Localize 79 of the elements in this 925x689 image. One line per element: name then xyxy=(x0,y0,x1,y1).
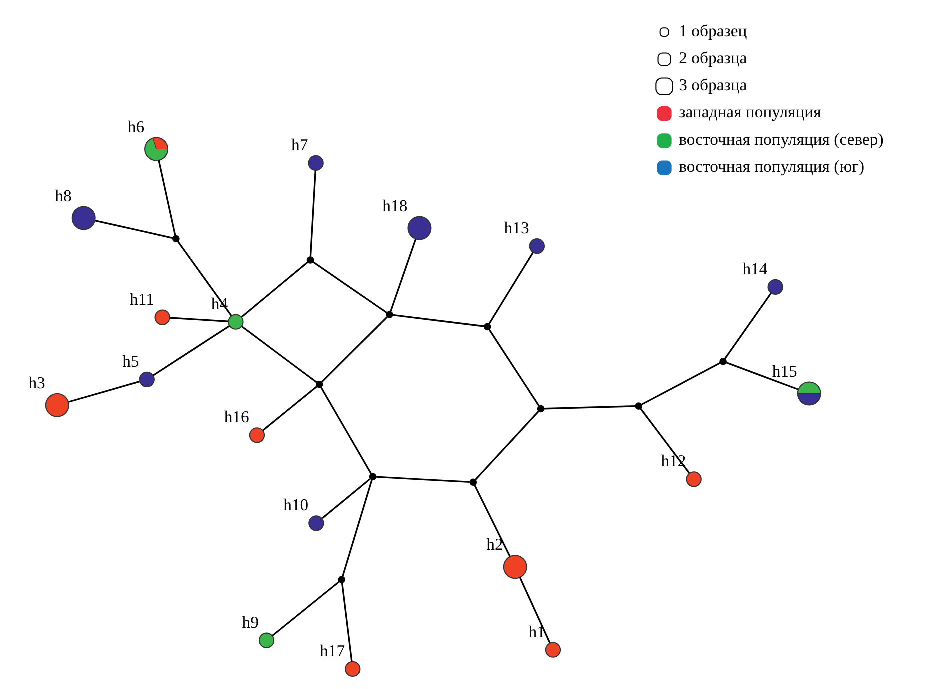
legend-label: восточная популяция (север) xyxy=(679,130,884,149)
connector xyxy=(320,387,372,474)
node-circle xyxy=(258,632,275,648)
node-circle xyxy=(768,279,784,296)
legend-label: 2 образца xyxy=(679,48,748,68)
connector xyxy=(475,410,540,481)
node-label: h16 xyxy=(224,408,250,427)
connector xyxy=(322,478,371,520)
connector xyxy=(519,577,551,644)
node-label: h2 xyxy=(486,535,504,554)
node-circle xyxy=(154,310,170,326)
node-label: h9 xyxy=(242,612,259,632)
connector xyxy=(153,326,230,376)
legend-label: восточная популяция (юг) xyxy=(679,157,865,176)
connector xyxy=(262,386,318,432)
connector xyxy=(241,262,309,318)
node-circle xyxy=(308,155,324,172)
connector xyxy=(158,160,176,236)
node-circle xyxy=(72,206,96,230)
node-circle xyxy=(686,472,702,488)
node-circle xyxy=(139,372,155,388)
connector xyxy=(310,170,316,258)
node-label: h5 xyxy=(122,352,140,371)
connector xyxy=(312,261,388,314)
connector xyxy=(641,362,721,406)
node-circle xyxy=(345,661,361,678)
connector xyxy=(376,476,470,484)
node-circle xyxy=(338,576,346,584)
connector xyxy=(474,484,511,558)
connector xyxy=(544,406,636,410)
node-circle xyxy=(529,238,545,254)
connector xyxy=(178,241,232,316)
node-circle xyxy=(484,323,492,331)
node-circle xyxy=(316,380,324,388)
node-label: h3 xyxy=(28,373,46,392)
node-circle xyxy=(720,358,727,366)
connector xyxy=(272,581,340,636)
connector xyxy=(726,362,799,390)
legend-label: 1 образец xyxy=(679,21,748,40)
node-label: h10 xyxy=(284,496,309,515)
node-circle xyxy=(503,555,528,580)
node-circle xyxy=(408,216,432,240)
node-label: h17 xyxy=(320,641,346,660)
node-circle xyxy=(470,478,478,486)
node-label: h1 xyxy=(528,622,546,642)
connector xyxy=(94,220,174,240)
connector xyxy=(488,252,534,325)
node-label: h15 xyxy=(772,362,798,381)
node-circle xyxy=(249,428,266,444)
connector xyxy=(170,317,228,322)
connector xyxy=(341,583,353,662)
node-circle xyxy=(306,256,314,264)
node-circle xyxy=(228,314,244,330)
node-label: h6 xyxy=(128,117,145,136)
connector xyxy=(342,480,373,577)
connector xyxy=(321,316,388,383)
connector xyxy=(390,239,417,312)
node-circle xyxy=(635,402,643,410)
node-circle xyxy=(172,235,180,243)
node-circle xyxy=(386,311,394,318)
legend-label: западная популяция xyxy=(679,102,822,122)
node-label: h14 xyxy=(742,259,768,278)
connector xyxy=(242,326,318,384)
node-circle xyxy=(369,473,377,481)
connector xyxy=(68,380,140,403)
node-circle xyxy=(537,405,545,413)
node-label: h13 xyxy=(504,218,530,238)
node-label: h18 xyxy=(382,196,408,216)
node-label: h7 xyxy=(292,136,308,155)
node-label: h8 xyxy=(55,186,72,206)
connector xyxy=(488,329,540,407)
connector xyxy=(392,314,484,328)
connector xyxy=(640,408,690,474)
node-circle xyxy=(45,393,70,418)
node-label: h11 xyxy=(130,290,154,309)
legend-label: 3 образца xyxy=(679,76,748,95)
node-circle xyxy=(545,642,562,658)
node-circle xyxy=(308,516,324,532)
connector xyxy=(724,293,772,360)
